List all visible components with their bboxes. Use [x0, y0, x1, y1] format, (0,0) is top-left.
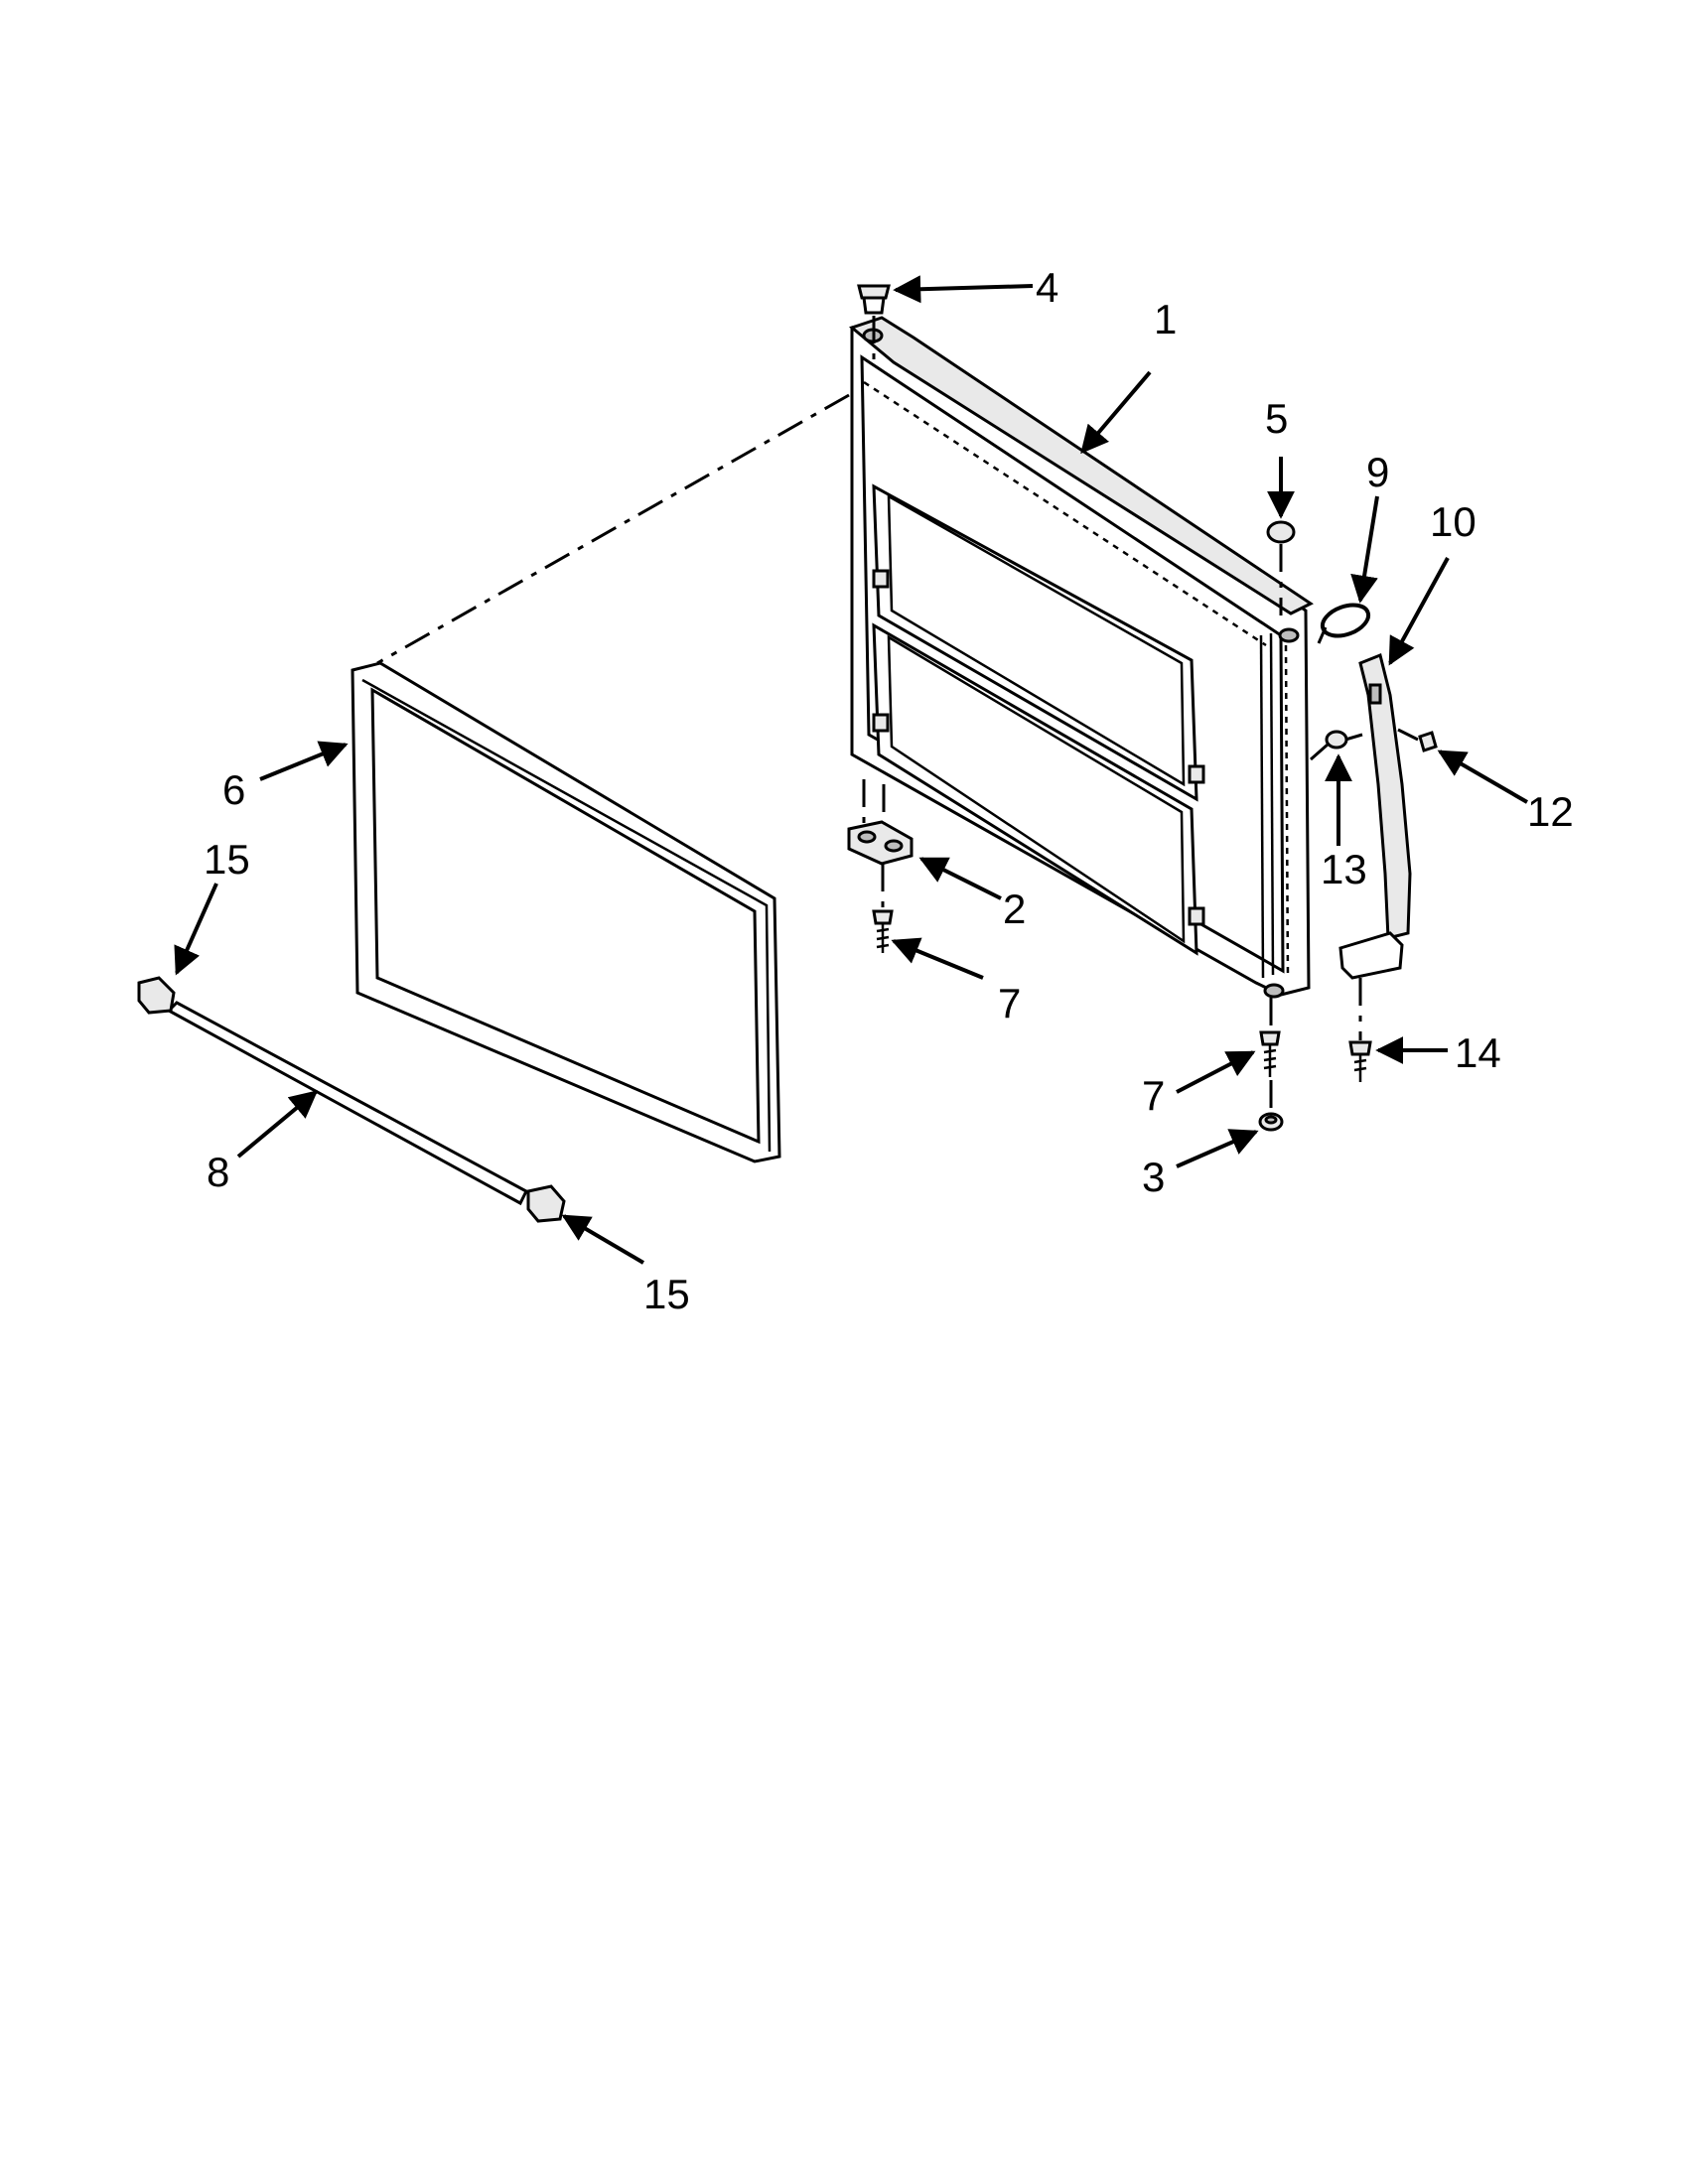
handle-screw	[1348, 1040, 1372, 1082]
set-screw	[1418, 731, 1438, 752]
callout-8: 8	[207, 1149, 229, 1195]
callout-9: 9	[1366, 449, 1389, 495]
callout-5: 5	[1265, 395, 1288, 442]
screw-left	[872, 909, 894, 953]
freezer-door	[848, 316, 1314, 999]
callout-12: 12	[1527, 788, 1574, 835]
callout-7-bottom: 7	[1142, 1072, 1165, 1119]
callout-4: 4	[1036, 264, 1058, 311]
callout-10: 10	[1430, 498, 1477, 545]
assembly-lines	[376, 316, 1419, 1112]
door-trim-rod	[166, 1001, 528, 1206]
callout-labels: 4 1 5 9 10 6 15 2 12 13 7 14 7 3 8 15	[204, 264, 1574, 1317]
callout-15-bottom: 15	[643, 1271, 690, 1317]
callout-7-top: 7	[998, 980, 1021, 1026]
leader-arrows	[174, 275, 1529, 1265]
trim-end-cap-right	[526, 1184, 566, 1223]
hinge-bracket	[847, 820, 914, 866]
callout-13: 13	[1321, 846, 1367, 892]
callout-6: 6	[222, 766, 245, 813]
callout-14: 14	[1455, 1029, 1501, 1076]
callout-1: 1	[1154, 296, 1177, 342]
top-hinge-plug	[857, 284, 891, 315]
trim-end-cap-left	[137, 976, 176, 1015]
door-plug	[1266, 520, 1296, 544]
hinge-bushing	[1258, 1112, 1284, 1132]
callout-3: 3	[1142, 1154, 1165, 1200]
callout-15-top: 15	[204, 836, 250, 883]
handle-ring	[1320, 603, 1371, 638]
door-gasket	[351, 661, 781, 1163]
handle-stud	[1325, 730, 1348, 750]
door-handle	[1338, 652, 1412, 980]
callout-2: 2	[1003, 886, 1026, 932]
screw-right	[1259, 1030, 1281, 1077]
